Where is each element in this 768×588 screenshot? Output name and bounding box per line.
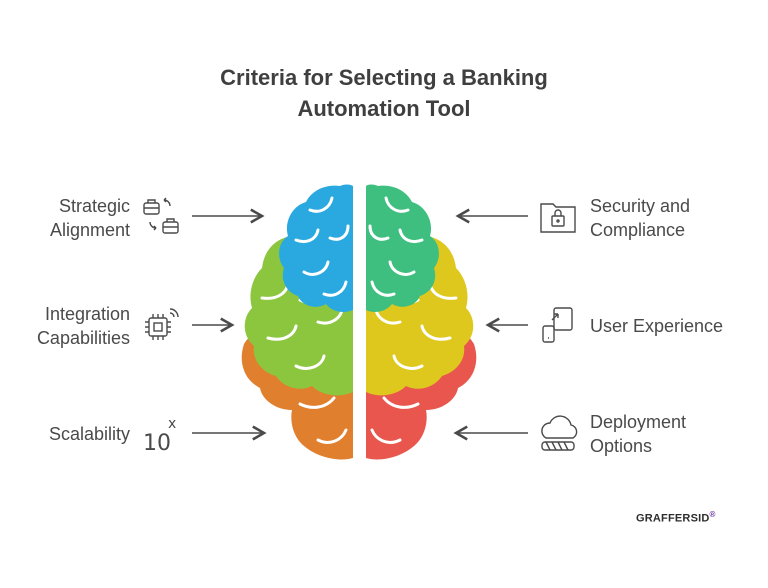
devices-icon <box>542 307 573 343</box>
title-line-2: Automation Tool <box>297 96 471 121</box>
brain-lobe-green <box>366 184 439 312</box>
label-integration-capabilities: Integration Capabilities <box>36 304 130 348</box>
lock-folder-icon <box>540 203 576 233</box>
page-title: Criteria for Selecting a Banking Automat… <box>0 62 768 124</box>
label-security-compliance: Security and Compliance <box>590 196 691 240</box>
graffersid-logo: GRAFFERSID® <box>636 510 716 525</box>
label-scalability: Scalability <box>48 424 130 444</box>
brain-left-hemisphere <box>241 184 353 460</box>
svg-text:10: 10 <box>143 431 171 456</box>
label-user-experience: User Experience <box>590 316 724 336</box>
title-line-1: Criteria for Selecting a Banking <box>220 65 548 90</box>
briefcase-swap-icon <box>143 197 179 234</box>
chip-wireless-icon <box>145 308 179 340</box>
ten-power-x-icon: 10 x <box>143 416 176 456</box>
svg-text:x: x <box>168 416 176 432</box>
brain-lobe-blue <box>279 184 353 312</box>
brain-right-hemisphere <box>366 184 477 460</box>
label-strategic-alignment: Strategic Alignment <box>49 196 130 240</box>
cloud-icon <box>541 415 578 451</box>
label-deployment-options: Deployment Options <box>590 412 687 456</box>
